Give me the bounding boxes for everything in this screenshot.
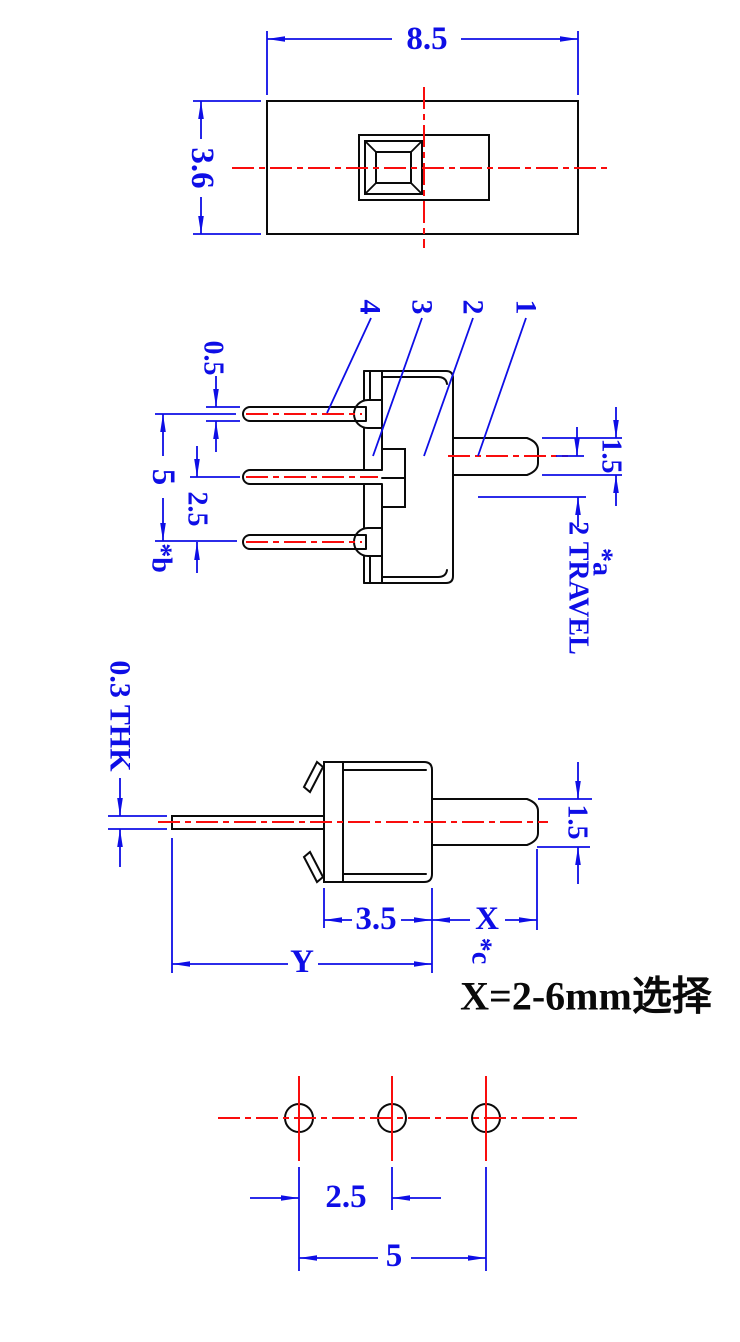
dim-top-width: 8.5 bbox=[406, 21, 447, 57]
dim-hole-pitch: 2.5 bbox=[325, 1179, 366, 1215]
front-view: 4 3 2 1 0.5 5 2.5 *b 1.5 2 TRAVEL *a bbox=[145, 300, 627, 655]
dim-plate-thickness: 0.3 THK bbox=[104, 660, 137, 772]
top-view: 8.5 3.6 bbox=[184, 21, 612, 248]
dim-overall-length: Y bbox=[290, 944, 314, 980]
stem-selection-note: X=2-6mm选择 bbox=[460, 974, 713, 1019]
note-c: *c bbox=[466, 938, 497, 964]
dim-pin-span: 5 bbox=[145, 469, 181, 486]
mounting-clip-bottom bbox=[302, 850, 325, 884]
dim-pin-thickness: 0.5 bbox=[198, 341, 229, 376]
dim-pin-pitch: 2.5 bbox=[182, 492, 213, 527]
terminal-leader-lines bbox=[326, 317, 527, 457]
dim-front-shaft-diameter: 1.5 bbox=[596, 439, 627, 474]
front-view-body bbox=[363, 370, 454, 584]
terminal-label-1: 1 bbox=[510, 300, 543, 315]
dim-top-height: 3.6 bbox=[184, 147, 220, 188]
side-view-shaft bbox=[431, 798, 539, 846]
side-view: 0.3 THK 1.5 3.5 X *c Y X=2-6mm选择 bbox=[104, 660, 713, 1018]
terminal-label-2: 2 bbox=[457, 300, 490, 315]
side-view-body bbox=[323, 761, 433, 883]
dim-travel: 2 TRAVEL bbox=[563, 521, 594, 655]
terminal-label-3: 3 bbox=[406, 300, 439, 315]
terminal-block bbox=[381, 448, 406, 508]
mounting-clip-top bbox=[302, 760, 325, 794]
note-b: *b bbox=[146, 543, 177, 573]
dim-body-depth: 3.5 bbox=[355, 901, 396, 937]
dim-stem-length: X bbox=[475, 901, 499, 937]
terminal-label-4: 4 bbox=[354, 300, 387, 315]
dim-side-shaft-diameter: 1.5 bbox=[562, 805, 593, 840]
note-a: *a bbox=[587, 548, 618, 576]
bottom-view: 2.5 5 bbox=[218, 1076, 577, 1274]
dim-hole-span: 5 bbox=[386, 1238, 403, 1274]
